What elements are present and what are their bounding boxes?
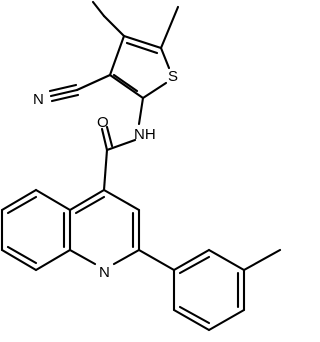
bond-c4-c5 [122,34,163,50]
bond-nitrile-3 [50,93,80,103]
bond-c7-c8 [0,248,38,272]
bond-nh-co [105,138,137,152]
bond-s-c2 [141,81,168,100]
atom-label-carbonyl-oxygen: O [97,114,109,131]
bond-co-o-double [105,125,114,148]
bond-nitrile-c [75,73,112,92]
atom-label-sulfur: S [168,68,178,85]
molecule-structure-diagram: S N NH O N [0,0,282,332]
bond-c7-c8-double [6,245,38,265]
atom-label-quinoline-nitrogen: N [99,264,110,281]
bond-t5-t6-double [178,305,211,325]
bond-c4a-q4-double [74,195,106,215]
bond-methyl [159,5,180,50]
atom-label-layer: S N NH O N [33,68,178,281]
bond-c5-c6 [0,188,38,212]
bond-tolyl-methyl [242,248,282,272]
bond-t1-t2 [172,248,211,272]
bond-c8-c8a [34,248,72,272]
bond-c2-c3 [108,73,145,100]
bond-co-quinoline [102,148,109,192]
bond-n-c8a [68,248,97,266]
bond-t5-t6 [172,308,211,332]
atom-label-nitrile-nitrogen: N [33,91,44,108]
bond-layer [0,0,282,332]
bond-ethyl-ch3 [91,0,106,18]
bond-q4-q3 [102,188,141,212]
bond-c2-c3-double [112,73,139,93]
bond-t1-t2-double [178,255,211,275]
bond-q2-n [112,248,141,266]
atom-label-amide-nh: NH [134,126,156,143]
bond-co-o [100,127,109,152]
bond-c4-c5-double [125,41,159,55]
bond-c4a-q4 [68,188,106,212]
bond-c4a-c5 [34,188,72,212]
bond-t2-t3 [207,248,246,272]
bond-nitrile-1 [49,88,79,98]
bond-c2-nh [137,96,145,126]
bond-nitrile-2 [48,83,78,93]
bond-t4-t5 [207,308,246,332]
bond-c3-c4 [108,34,126,77]
bond-c5-s [159,46,171,70]
bond-ethyl-ch2 [102,14,126,38]
bond-q2-tolyl [137,248,176,272]
bond-c5-c6-double [6,195,38,215]
